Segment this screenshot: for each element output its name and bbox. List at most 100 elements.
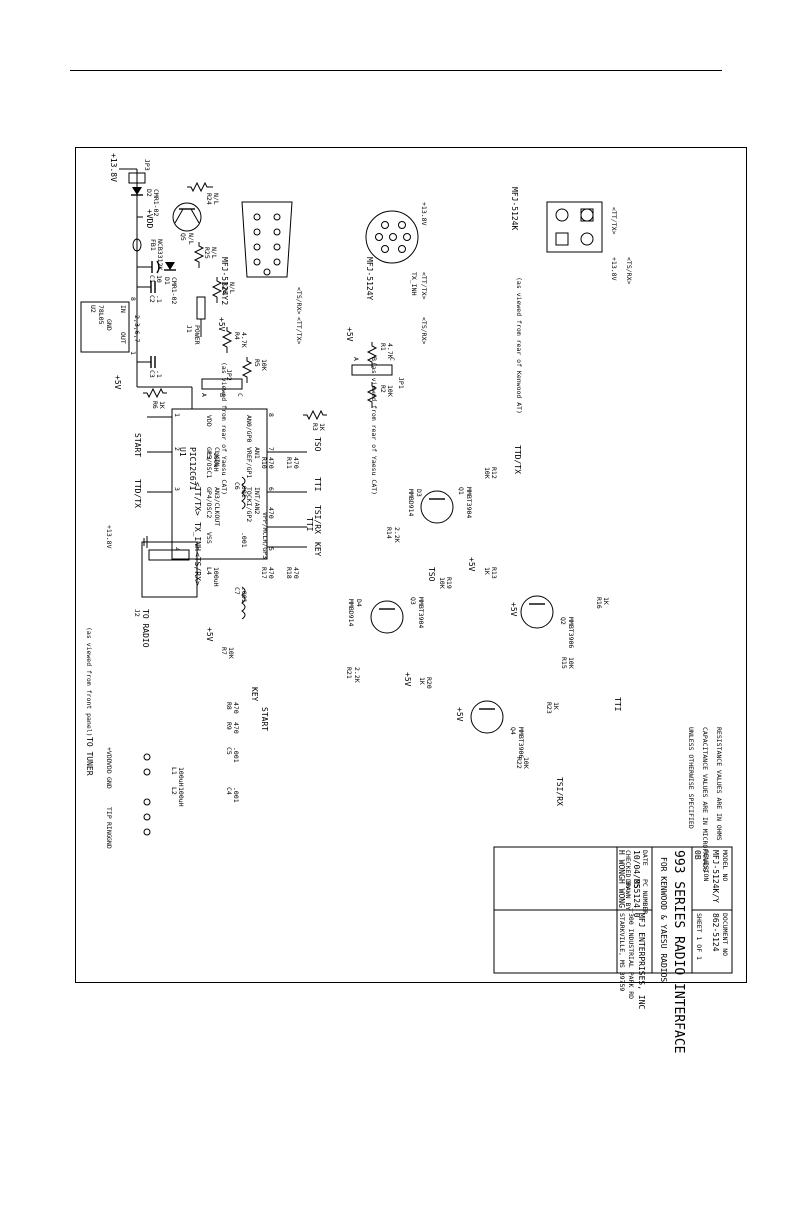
j2-plus13v: +13.8V	[105, 525, 113, 549]
q4-value: MMBT3906	[517, 727, 525, 758]
u1-pin-gp5: GP5/OSC1	[205, 447, 213, 478]
r11-value: 470	[292, 457, 300, 469]
d1-value: CMR1-02	[170, 277, 178, 304]
tt-tx-label-filter: <TT/TX>	[193, 482, 202, 516]
q2-ref: Q2	[559, 617, 567, 625]
revision-label: REVISION	[702, 850, 710, 881]
r10-ref: R10	[260, 457, 268, 469]
u1-pin-num-5: 5	[267, 547, 275, 551]
tuner-section: R7 10K R8 470 R9 470 C4 .001 C5 .001 L1 …	[85, 627, 269, 849]
tuner-pin-vdd: VDD	[105, 762, 113, 774]
tso-label: TSO	[313, 437, 322, 452]
r8-ref: R8	[225, 702, 233, 710]
r21-ref: R21	[345, 667, 353, 679]
r5-value: 10K	[260, 359, 268, 371]
u1-pin-vref: VREF/GP1	[245, 447, 253, 478]
c1-ref: C1	[148, 275, 156, 283]
r26-value: N/L	[228, 282, 236, 294]
u2-out-pin: OUT	[119, 332, 127, 344]
j1-ref: J1	[185, 325, 193, 333]
u2-pin-out: 1	[129, 351, 137, 355]
r6-ref: R6	[151, 401, 159, 409]
l4-value: 100uH	[212, 567, 220, 587]
r10-value: 470	[267, 457, 275, 469]
start-label-r9: START	[260, 707, 269, 731]
model-no: MFJ-5124K/Y	[711, 850, 720, 903]
l3-value: 100uH	[212, 452, 220, 472]
tuner-header: TO TUNER	[85, 737, 94, 776]
doc-no-label: DOCUMENT NO	[721, 913, 729, 956]
q5-value: N/L	[187, 233, 195, 245]
u1-pin-vpp: VPP/MCLR/GP3	[261, 512, 269, 559]
jp2-pin-c: C	[236, 393, 244, 397]
u1-ref: U1	[178, 447, 187, 457]
u1-pin-num-7: 7	[267, 447, 275, 451]
l1-value: 100uH	[177, 767, 185, 787]
u2-in-pin: IN	[119, 305, 127, 313]
r18-value: 470	[292, 567, 300, 579]
d3-value: MMBD914	[407, 489, 415, 516]
filter-network: R11 470 R10 470 470 R18 470 R17 470 L3 1…	[193, 452, 314, 620]
u1-pin-num-3: 3	[173, 487, 181, 491]
tuner-pin-gnd2: GND	[105, 837, 113, 849]
jumper-jp2-section: JP2 A B C R4 4.7K R5 10K R6 1K +5V	[143, 317, 268, 409]
power-section: +13.8V JP3 D2 CMR1-02 +VDD FB1 NCB3312K …	[80, 153, 236, 409]
r17-value: 470	[267, 567, 275, 579]
r1-ref: R1	[379, 343, 387, 351]
plusvdd-label: +VDD	[145, 209, 154, 228]
r25-value: N/L	[210, 247, 218, 259]
page-top-rule	[70, 70, 722, 71]
plus5v-label-r7: +5V	[205, 627, 214, 642]
r23-value: 1K	[552, 702, 560, 710]
plus5v-label-u1: +5V	[113, 375, 122, 390]
tso-label-q3: TSO	[427, 567, 436, 582]
u1-pin-num-1: 1	[173, 413, 181, 417]
r11-ref: R11	[285, 457, 293, 469]
l4-ref: L4	[205, 567, 213, 575]
kenwood-tt-tx: <TT/TX>	[610, 207, 618, 234]
r2-ref: R2	[379, 385, 387, 393]
jp3-label: JP3	[143, 159, 151, 171]
ttd-tx-label-u1: TTD/TX	[133, 479, 142, 508]
jp2-pin-b: B	[218, 393, 226, 397]
r20-ref: R20	[425, 677, 433, 689]
r26-ref: R26	[221, 282, 229, 294]
kenwood-title: MFJ-5124K	[510, 187, 519, 231]
plus5v-label-jp2: +5V	[217, 317, 226, 332]
c2-ref: C2	[148, 295, 156, 303]
u1-pin-num-8: 8	[267, 413, 275, 417]
l1-ref: L1	[170, 767, 178, 775]
r9-value: 470	[232, 722, 240, 734]
jp1-pin-a: A	[352, 357, 360, 361]
r16-value: 1K	[602, 597, 610, 605]
r18-ref: R18	[285, 567, 293, 579]
r13-value: 1K	[483, 567, 491, 575]
yaesu-din-tt-tx: <TT/TX>	[420, 272, 428, 299]
pc-number-label: PC NUMBER	[641, 879, 649, 914]
r14-value: 2.2K	[393, 527, 401, 543]
j2-view-note: (as viewed from front panel)	[85, 627, 93, 737]
tsi-rx-label-q4: TSI/RX	[555, 777, 564, 806]
jumper-jp1-section: JP1 A B C R1 4.7K R2 10K R3 1K +5V	[303, 327, 405, 431]
notes: RESISTANCE VALUES ARE IN OHMS CAPACITANC…	[687, 727, 723, 872]
r2-value: 10K	[386, 385, 394, 397]
r5-ref: R5	[253, 359, 261, 367]
r25-ref: R25	[203, 247, 211, 259]
plus13v-label: +13.8V	[109, 153, 118, 182]
jp1-pin-c: C	[388, 357, 396, 361]
u1-pin-vref-b: AN1	[253, 447, 261, 459]
d4-value: MMBD914	[347, 599, 355, 626]
tuner-pin-tip: TIP	[105, 807, 113, 819]
j2-ref: J2	[133, 609, 141, 617]
r4-value: 4.7K	[240, 332, 248, 348]
fb1-ref: FB1	[149, 239, 157, 251]
company-line-3: STARKVILLE, MS 39759	[618, 913, 626, 991]
r7-value: 10K	[227, 647, 235, 659]
plus5v-label-q1: +5V	[467, 557, 476, 572]
schematic-rotated: +13.8V JP3 D2 CMR1-02 +VDD FB1 NCB3312K …	[80, 153, 733, 1054]
kenwood-view-note: (as viewed from rear of Kenwood AT)	[515, 277, 523, 414]
yaesu-db9-tt-tx: <TT/TX>	[295, 317, 303, 344]
tsi-rx-label: TSI/RX	[313, 505, 322, 534]
l3-ref: L3	[205, 452, 213, 460]
r470-value: 470	[267, 507, 275, 519]
